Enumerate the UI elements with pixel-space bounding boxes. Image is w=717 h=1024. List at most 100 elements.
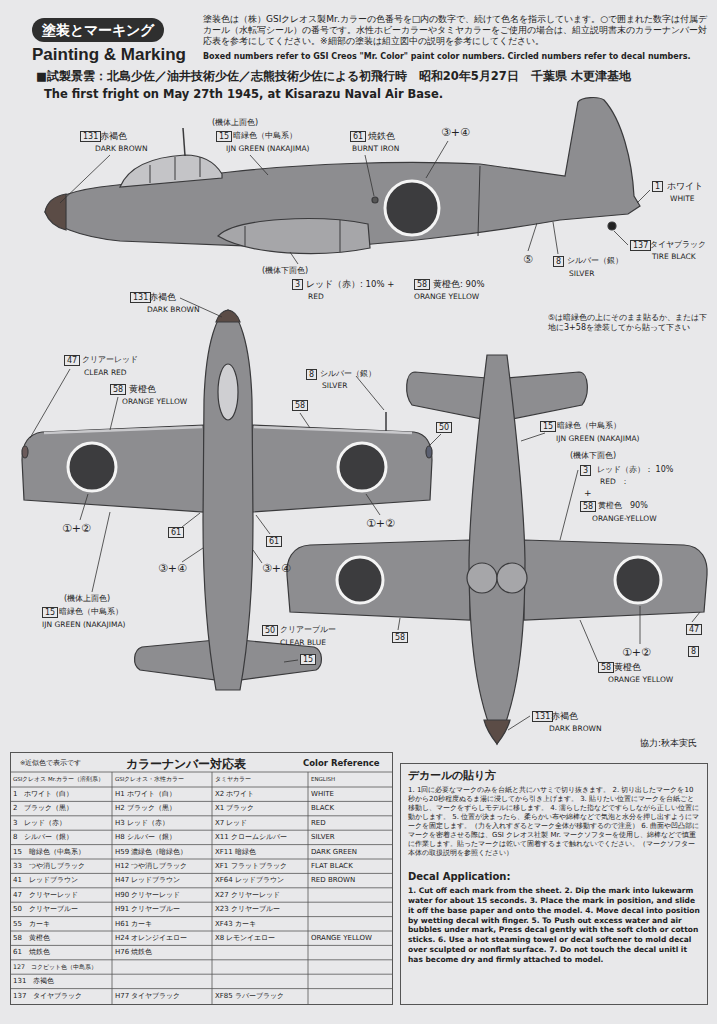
label-text: CLEAR BLUE bbox=[280, 638, 326, 647]
table-cell: H91 クリヤーブルー bbox=[115, 905, 180, 913]
label-text: ⑤は暗緑色の上にそのまま貼るか、または下地に3+58を塗装してから貼って下さい bbox=[548, 313, 713, 332]
table-cell: BLACK bbox=[311, 804, 334, 812]
paint-number: 58 bbox=[598, 662, 614, 673]
label-text: 暗緑色（中島系） bbox=[557, 421, 621, 431]
box-heading: デカールの貼り方 bbox=[408, 769, 700, 783]
table-cell: ENGLISH bbox=[311, 776, 335, 783]
label-text: WHITE bbox=[670, 194, 695, 203]
paint-number: 8 bbox=[553, 256, 564, 267]
table-cell: RED BROWN bbox=[311, 876, 355, 884]
label-text: ■試製景雲：北島少佐／油井技術少佐／志熊技術少佐による初飛行時 昭和20年5月2… bbox=[36, 70, 631, 84]
label-text: 焼鉄色 bbox=[368, 131, 395, 141]
table-cell: RED bbox=[311, 819, 326, 827]
paint-number: 137 bbox=[630, 240, 651, 251]
label-text: タイヤブラック bbox=[650, 240, 706, 250]
label-text: IJN GREEN (NAKAJIMA) bbox=[226, 144, 309, 153]
paint-number: 47 bbox=[64, 355, 80, 366]
decal-number: ③+④ bbox=[262, 562, 291, 575]
table-cell: X11 クロームシルバー bbox=[215, 833, 287, 841]
decal-number: ③+④ bbox=[158, 562, 187, 575]
paint-number: 3 bbox=[580, 465, 591, 476]
label-text: シルバー（銀） bbox=[320, 369, 376, 379]
label-text: 暗緑色（中島系） bbox=[59, 607, 123, 617]
label-text: クリアーレッド bbox=[82, 355, 138, 365]
table-cell: SILVER bbox=[311, 833, 335, 841]
label-text: 赤褐色 bbox=[100, 131, 127, 141]
label-text: BURNT IRON bbox=[352, 144, 399, 153]
table-cell: 137 タイヤブラック bbox=[13, 992, 82, 1000]
table-cell: 8 シルバー（銀） bbox=[13, 833, 73, 841]
paint-number: 61 bbox=[168, 527, 184, 538]
decal-number: ①+② bbox=[62, 522, 91, 535]
table-cell: WHITE bbox=[311, 790, 334, 798]
label-text: The first fright on May 27th 1945, at Ki… bbox=[44, 88, 443, 102]
table-cell: GSIクレオス Mr.カラー（溶剤系） bbox=[13, 776, 104, 783]
label-text: レッド（赤）： 10% bbox=[597, 465, 673, 475]
label-text: (機体上面色) bbox=[64, 594, 110, 604]
label-text: DARK BROWN bbox=[549, 724, 602, 733]
label-text: Boxed numbers refer to GSI Creos "Mr. Co… bbox=[203, 52, 713, 62]
label-text: 赤褐色 bbox=[149, 292, 176, 302]
paint-number: 15 bbox=[42, 607, 58, 618]
table-cell: FLAT BLACK bbox=[311, 862, 353, 870]
table-cell: 47 クリヤーレッド bbox=[13, 891, 78, 899]
label-text: ORANGE YELLOW bbox=[122, 397, 187, 406]
paint-number: 58 bbox=[292, 400, 308, 411]
paint-number: 58 bbox=[392, 632, 408, 643]
table-cell: H76 焼鉄色 bbox=[115, 948, 152, 956]
label-text: CLEAR RED bbox=[84, 368, 127, 377]
decal-number: ①+② bbox=[366, 517, 395, 530]
label-text: IJN GREEN (NAKAJIMA) bbox=[556, 434, 639, 443]
table-cell: 2 ブラック（黒） bbox=[13, 804, 73, 812]
table-cell: X7 レッド bbox=[215, 819, 247, 827]
label-text: (機体下面色) bbox=[262, 266, 308, 276]
table-cell: H8 シルバー（銀） bbox=[115, 833, 176, 841]
decal-box: デカールの貼り方 1. 1回に必要なマークのみを台紙と共にハサミで切り抜きます。 … bbox=[400, 763, 708, 1005]
paint-number: 15 bbox=[216, 131, 232, 142]
paint-number: 1 bbox=[652, 181, 663, 192]
label-text: DARK BROWN bbox=[95, 144, 148, 153]
table-cell: GSIクレオス・水性カラー bbox=[115, 776, 184, 783]
page-title: Painting & Marking bbox=[32, 45, 186, 65]
label-text: RED : bbox=[600, 477, 626, 486]
table-cell: H1 ホワイト（白） bbox=[115, 790, 176, 798]
label-text: クリアーブルー bbox=[280, 625, 336, 635]
table-cell: H12 つや消しブラック bbox=[115, 862, 187, 870]
label-text: IJN GREEN (NAKAJIMA) bbox=[42, 620, 125, 629]
label-text: 黄橙色 bbox=[614, 662, 641, 672]
paint-number: 131 bbox=[80, 131, 101, 142]
title-band: 塗装とマーキング bbox=[32, 18, 164, 42]
paint-number: 61 bbox=[266, 536, 282, 547]
table-cell: XF64 レッドブラウン bbox=[215, 876, 284, 884]
table-cell: 50 クリヤーブルー bbox=[13, 905, 78, 913]
label-text: 塗装色は（株）GSIクレオス製Mr.カラーの色番号を□内の数字で、続けて色名を指… bbox=[203, 14, 708, 46]
table-cell: X23 クリヤーブルー bbox=[215, 905, 280, 913]
label-text: SILVER bbox=[322, 381, 347, 390]
paint-number: 3 bbox=[292, 279, 303, 290]
decal-number: ①+② bbox=[622, 646, 651, 659]
label-text: DARK BROWN bbox=[147, 305, 200, 314]
paint-number: 58 bbox=[110, 384, 126, 395]
table-cell: H47 レッドブラウン bbox=[115, 876, 180, 884]
paint-number: 15 bbox=[540, 421, 556, 432]
label-text: (機体下面色) bbox=[570, 451, 616, 461]
label-text: TIRE BLACK bbox=[652, 252, 696, 261]
label-text: シルバー（銀） bbox=[567, 256, 623, 266]
paint-number: 15 bbox=[300, 654, 316, 665]
label-text: 黄橙色: 90% bbox=[433, 279, 484, 289]
table-cell: 1 ホワイト（白） bbox=[13, 790, 73, 798]
label-text: ホワイト bbox=[667, 181, 703, 191]
table-cell: 3 レッド（赤） bbox=[13, 819, 66, 827]
label-text: 暗緑色（中島系） bbox=[233, 131, 297, 141]
box-body: 1. 1回に必要なマークのみを台紙と共にハサミで切り抜きます。 2. 切り出した… bbox=[408, 786, 700, 859]
table-cell: X8 レモンイエロー bbox=[215, 934, 275, 942]
label-text: RED bbox=[308, 292, 324, 301]
box-body: 1. Cut off each mark from the sheet. 2. … bbox=[408, 886, 700, 964]
table-cell: 127 コクピット色（中島系） bbox=[13, 963, 97, 971]
label-text: 赤褐色 bbox=[551, 711, 578, 721]
table-cell: X27 クリヤーレッド bbox=[215, 891, 280, 899]
paint-number: 8 bbox=[688, 646, 699, 657]
paint-number: 50 bbox=[262, 625, 278, 636]
label-text: + bbox=[584, 488, 592, 499]
table-cell: H59 濃緑色（暗緑色） bbox=[115, 848, 187, 856]
